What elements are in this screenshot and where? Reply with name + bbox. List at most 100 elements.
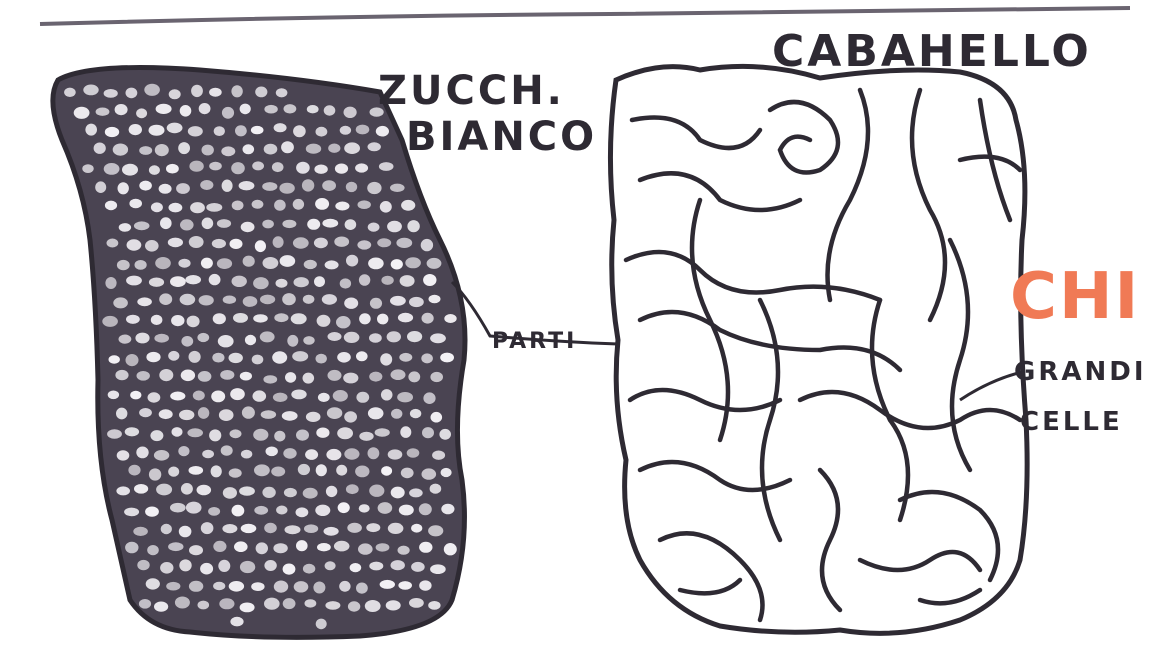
cell	[126, 354, 139, 366]
cell	[409, 488, 423, 497]
cell	[136, 447, 148, 459]
cell	[189, 581, 203, 592]
cell	[254, 506, 268, 515]
cell	[397, 392, 413, 402]
vein	[760, 300, 780, 540]
cell	[422, 427, 434, 438]
cell	[381, 276, 393, 285]
cell	[113, 297, 128, 308]
cell	[377, 238, 391, 247]
cell	[287, 335, 298, 347]
cell	[421, 239, 433, 251]
cell	[229, 581, 244, 592]
cell	[282, 411, 298, 421]
vein	[912, 90, 945, 320]
cell	[315, 198, 329, 210]
cell	[284, 488, 297, 497]
vein	[640, 173, 800, 210]
cell	[243, 256, 255, 267]
cell	[317, 315, 331, 327]
cell	[305, 599, 317, 607]
cell	[303, 336, 314, 345]
cell	[271, 467, 285, 477]
cell	[328, 144, 340, 153]
cell	[117, 450, 130, 460]
cell	[197, 485, 212, 496]
cell	[109, 355, 120, 363]
cell	[222, 180, 233, 192]
cell	[181, 483, 193, 495]
cell	[276, 88, 288, 97]
cell	[239, 486, 255, 495]
cell	[381, 389, 393, 400]
cell	[201, 258, 213, 269]
vein	[920, 590, 980, 603]
cell	[304, 260, 317, 269]
cell	[313, 582, 325, 594]
cell	[144, 84, 160, 96]
cell	[198, 371, 212, 382]
cell	[255, 240, 266, 252]
cell	[335, 202, 349, 211]
cell	[314, 276, 325, 287]
vein	[770, 102, 838, 173]
cell	[149, 278, 164, 287]
cell	[170, 503, 186, 513]
cell	[107, 429, 122, 439]
cell	[338, 502, 350, 513]
cell	[255, 87, 267, 98]
cell	[202, 450, 214, 459]
cell	[276, 506, 287, 515]
cell	[379, 162, 394, 171]
cell	[115, 104, 128, 115]
cell	[185, 275, 201, 284]
cell	[345, 219, 357, 230]
cell	[260, 295, 275, 305]
cell	[303, 564, 315, 574]
cell	[222, 107, 234, 119]
cell	[199, 103, 211, 114]
cell	[149, 165, 160, 175]
cell	[160, 562, 173, 574]
cell	[376, 543, 390, 551]
cell	[444, 314, 456, 323]
cell	[197, 333, 209, 342]
cell	[398, 581, 412, 590]
cell	[344, 107, 357, 118]
cell	[252, 200, 264, 209]
cell	[273, 236, 284, 248]
cell	[409, 297, 424, 307]
cell	[94, 143, 106, 154]
cell	[180, 105, 192, 117]
cell	[325, 601, 340, 610]
cell	[272, 351, 287, 363]
cell	[282, 220, 296, 228]
cell	[151, 202, 163, 212]
cell	[348, 601, 360, 611]
vein	[860, 552, 980, 570]
cell	[328, 332, 342, 341]
cell	[240, 561, 255, 573]
cell	[126, 239, 141, 250]
cell	[407, 448, 420, 457]
cell	[324, 105, 336, 115]
cell	[369, 333, 382, 343]
cell	[213, 313, 226, 324]
cell	[282, 293, 296, 305]
cell	[232, 276, 247, 287]
cell	[401, 200, 415, 211]
cell	[399, 505, 414, 516]
right-specimen	[610, 66, 1027, 633]
cell	[154, 334, 169, 343]
cell	[168, 542, 183, 551]
cell	[241, 222, 255, 232]
cell	[137, 560, 149, 570]
cell	[150, 430, 163, 441]
cell	[200, 180, 213, 190]
cell	[350, 563, 362, 572]
cell	[333, 390, 348, 402]
cell	[343, 373, 358, 384]
cell	[327, 407, 342, 419]
cell	[273, 393, 288, 402]
cell	[391, 560, 405, 570]
